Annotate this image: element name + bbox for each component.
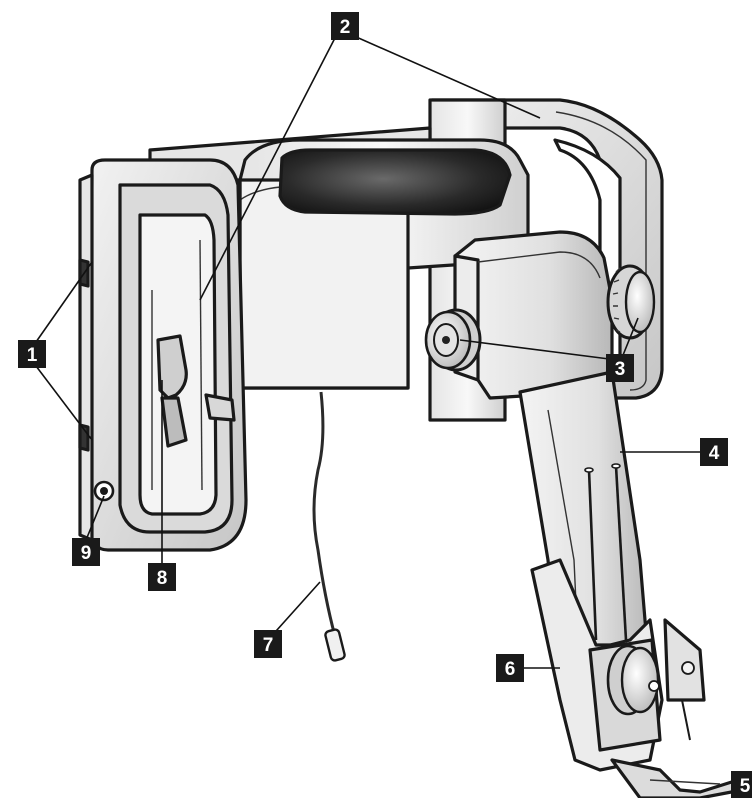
display-screen <box>278 148 512 216</box>
cable-connector <box>324 628 346 662</box>
callouts: 1 2 3 4 5 6 7 8 <box>18 12 752 798</box>
svg-text:5: 5 <box>740 776 751 797</box>
callout-8: 8 <box>148 563 176 591</box>
callout-3: 3 <box>606 354 634 382</box>
callout-1: 1 <box>18 340 46 368</box>
callout-7: 7 <box>254 630 282 658</box>
callout-4: 4 <box>700 438 728 466</box>
svg-text:9: 9 <box>81 543 92 564</box>
callout-2: 2 <box>331 12 359 40</box>
svg-text:7: 7 <box>263 635 274 656</box>
callout-6: 6 <box>496 654 524 682</box>
callout-5: 5 <box>731 771 752 798</box>
left-knob <box>424 308 482 372</box>
svg-text:4: 4 <box>709 443 720 464</box>
needle-tip <box>610 758 744 798</box>
svg-text:8: 8 <box>157 568 168 589</box>
cable <box>312 391 338 641</box>
callout-9: 9 <box>72 538 100 566</box>
right-knob <box>606 264 656 340</box>
guide-wheel <box>606 644 660 716</box>
svg-text:3: 3 <box>615 359 626 380</box>
svg-text:6: 6 <box>505 659 516 680</box>
left-panel <box>78 173 94 542</box>
svg-text:2: 2 <box>340 17 351 38</box>
device-illustration <box>78 98 744 798</box>
svg-text:1: 1 <box>27 345 38 366</box>
